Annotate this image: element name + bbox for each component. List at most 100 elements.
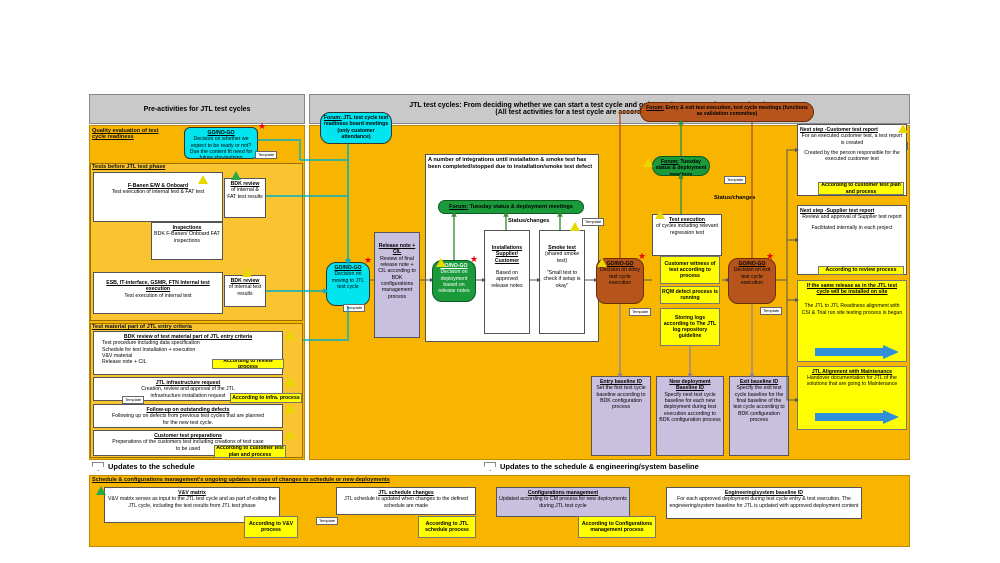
test-execution-box[interactable]: Test execution of cycles including relev… [652, 214, 722, 256]
gonogo-deployment-title: GO/NO-GO [440, 263, 468, 269]
bdk-review-1-text: of internal & FAT test results [227, 187, 263, 200]
triangle-icon [570, 222, 580, 231]
template-button[interactable]: Template [122, 396, 145, 404]
triangle-icon [285, 331, 295, 340]
infra-request-box[interactable]: JTL infrastructure request Creation, rev… [93, 377, 283, 401]
gonogo-readiness[interactable]: GO/NO-GO Decision on whether we expect t… [184, 127, 258, 159]
forum-tuesday-2[interactable]: Forum: Tuesday status & deployment meeti… [652, 156, 710, 176]
list-item: V&V material [102, 353, 280, 359]
customer-prep-title: Customer test preparations [154, 433, 222, 439]
forum-tuesday-1[interactable]: Forum: Tuesday status & deployment meeti… [438, 200, 584, 214]
status-changes-label-2: Status/changes [714, 195, 756, 201]
template-button[interactable]: Template [582, 218, 605, 226]
installations-title: Installations Supplier/ Customer [491, 245, 523, 264]
followup-title: Follow-up on outstanding defects [146, 407, 230, 413]
schedule-process-badge: According to JTL schedule process [418, 516, 476, 538]
star-icon: ★ [638, 251, 647, 261]
gonogo-readiness-text: Decision on whether we expect to be read… [189, 136, 253, 159]
followup-box[interactable]: Follow-up on outstanding defects Followi… [93, 404, 283, 428]
schedule-changes-box[interactable]: JTL schedule changes JTL schedule is upd… [336, 487, 476, 515]
release-note-title: Release note + CIL [378, 243, 416, 256]
gonogo-exit[interactable]: GO/NO-GO Decision on exit test cycle exe… [728, 258, 776, 304]
template-button[interactable]: Template [629, 308, 652, 316]
gonogo-deployment[interactable]: GO/NO-GO Decision on deployment based on… [432, 260, 476, 302]
configurations-text: Updated according to CM process for new … [499, 496, 627, 509]
triangle-icon [285, 404, 295, 413]
jtl-alignment-title: JTL Alignment with Maintenance [811, 369, 893, 375]
bottom-title: Schedule & configurations management's o… [92, 477, 390, 483]
engineering-baseline-title: Engineering/system baseline ID [724, 490, 804, 496]
infra-text: Creation, review and approval of the JTL… [141, 386, 235, 399]
next-supplier-text2: Facilitated internally in each project [811, 224, 893, 231]
main-header-line2: (All test activities for a test cycle ar… [495, 109, 724, 116]
config-process-badge: According to Configurations management p… [578, 516, 656, 538]
updates-schedule-eng-label: Updates to the schedule & engineering/sy… [500, 462, 699, 471]
smoke-test-box[interactable]: Smoke test (shared smoke test) "Small te… [539, 230, 585, 334]
esb-box[interactable]: ESB, IT-interface, GSMR, FTN Internal te… [93, 272, 223, 314]
esb-title: ESB, IT-interface, GSMR, FTN Internal te… [106, 280, 210, 293]
gonogo-entry-text: Decision on entry test cycle execution [599, 267, 641, 287]
configurations-box[interactable]: Configurations management Updated accord… [496, 487, 630, 517]
followup-text: Following up on defects from previous te… [112, 413, 264, 426]
template-button[interactable]: Template [724, 176, 747, 184]
gonogo-exit-text: Decision on exit test cycle execution [733, 267, 771, 287]
template-button[interactable]: Template [343, 304, 366, 312]
customer-witness-badge: Customer witness of test according to pr… [660, 256, 720, 284]
new-deployment-title: New deployment Baseline ID [669, 379, 711, 392]
list-item: Release note + CIL [102, 359, 280, 365]
vv-matrix-title: V&V matrix [178, 490, 206, 496]
main-header-line1: JTL test cycles: From deciding whether w… [409, 102, 810, 109]
forum-entry-exit[interactable]: Forum: Entry & exit test execution, test… [640, 102, 814, 122]
gonogo-move[interactable]: GO/NO-GO Decision on moving to JTL test … [326, 262, 370, 306]
triangle-icon [436, 258, 446, 267]
customer-plan-badge: According to customer test plan and proc… [214, 445, 286, 458]
updates-schedule-eng: Updates to the schedule & engineering/sy… [484, 462, 699, 471]
blue-arrow-icon [815, 345, 899, 359]
next-supplier-badge: According to review process [818, 266, 904, 275]
star-icon: ★ [258, 121, 267, 131]
forum-readiness-text: JTL test cycle test readiness board meet… [323, 115, 389, 141]
customer-prep-text: Preperations of the customers test inclu… [112, 439, 264, 452]
tests-before-title: Tests before JTL test phase [92, 164, 166, 170]
next-supplier-report[interactable]: Next step -Supplier test report Review a… [797, 205, 907, 275]
bdk-material-list: Test procedure including data specificat… [96, 340, 280, 365]
next-supplier-text1: Review and approval of Supplier test rep… [802, 214, 902, 221]
schedule-changes-text: JTL schedule is updated when changes to … [344, 496, 468, 509]
template-button[interactable]: Template [316, 517, 339, 525]
infra-title: JTL infrastructure request [155, 380, 221, 386]
bdk-review-1-title: BDK review [230, 181, 260, 187]
infra-process-badge: According to infra. process [230, 393, 302, 403]
fbanen-text: Test execution of internal test & FAT te… [111, 189, 205, 196]
exit-baseline-box[interactable]: Exit baseline ID Specify the exit test c… [729, 376, 789, 456]
forum-tuesday-1-text: Tuesday status & deployment meetings [469, 204, 573, 210]
configurations-title: Configurations management [527, 490, 599, 496]
storing-logs-badge: Storing logs according to The JTL log re… [660, 308, 720, 346]
template-button[interactable]: Template [760, 307, 783, 315]
jtl-alignment-text: Handover documentation for JTL of the so… [806, 375, 898, 388]
engineering-baseline-box[interactable]: Engineering/system baseline ID For each … [666, 487, 862, 519]
triangle-icon [242, 268, 252, 277]
fbanen-box[interactable]: F-Banen E/W & Onboard Test execution of … [93, 172, 223, 222]
inspections-box[interactable]: Inspections BDK F-Banen/ Onboard FAT ins… [151, 222, 223, 260]
pre-activities-header: Pre-activities for JTL test cycles [89, 94, 305, 124]
exit-baseline-text: Specify the exit test cycle baseline for… [733, 385, 785, 424]
installations-text: Based on approved release notes [491, 270, 523, 289]
triangle-icon [96, 486, 106, 495]
next-customer-text2: Created by the person responsible for th… [804, 150, 900, 163]
bdk-review-1[interactable]: BDK review of internal & FAT test result… [224, 178, 266, 218]
bdk-review-2[interactable]: BDK review of internal test results [224, 275, 266, 307]
gonogo-readiness-title: GO/NO-GO [207, 130, 235, 136]
installations-box[interactable]: Installations Supplier/ Customer Based o… [484, 230, 530, 334]
next-supplier-title: Next step -Supplier test report [800, 208, 875, 214]
same-release-text: The JTL to JTL Readiness alignment with … [801, 303, 903, 316]
next-customer-text1: For an executed customer test, a test re… [801, 133, 903, 146]
entry-baseline-box[interactable]: Entry baseline ID Set the first test cyc… [591, 376, 651, 456]
gonogo-move-title: GO/NO-GO [334, 265, 362, 271]
release-note-box[interactable]: Release note + CIL Review of final relea… [374, 232, 420, 338]
blue-arrow-icon [815, 410, 899, 424]
gonogo-entry-title: GO/NO-GO [606, 261, 634, 267]
template-button[interactable]: Template [255, 151, 278, 159]
forum-readiness-board[interactable]: Forum: JTL test cycle test readiness boa… [320, 112, 392, 144]
forum-tuesday-2-label: Forum: [661, 159, 679, 165]
new-deployment-box[interactable]: New deployment Baseline ID Specify next … [656, 376, 724, 456]
